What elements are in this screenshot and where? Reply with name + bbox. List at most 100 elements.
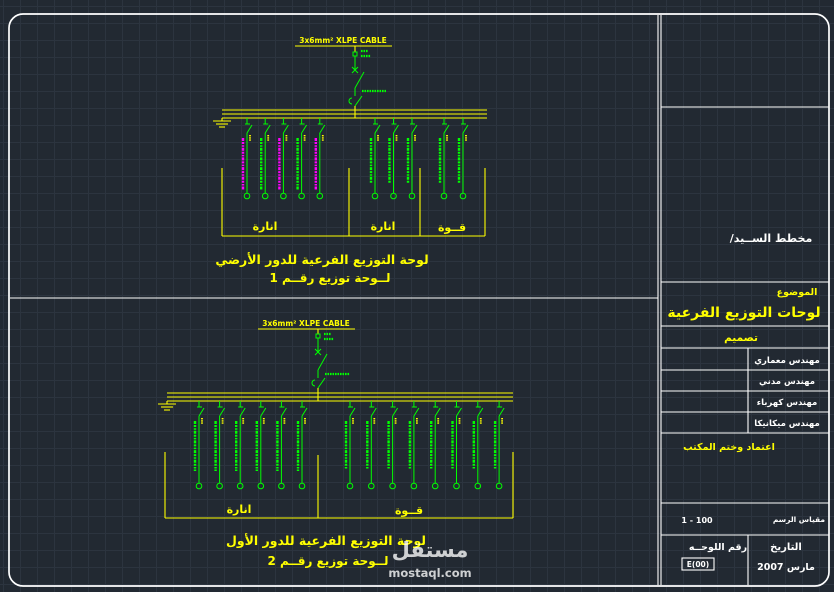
rcd-sensor — [311, 379, 316, 387]
breaker-blade — [393, 124, 399, 134]
date-label: التاريخ — [770, 542, 802, 553]
title-block: مخطط الســيد/ الموضوع لوحات التوزيع الفر… — [661, 106, 829, 585]
panel-2-circuits — [193, 401, 505, 490]
panel-1-group-frame — [221, 168, 486, 237]
panel-2-group-2-circuit-3 — [387, 401, 399, 490]
panel-1-cable-label: 3x6mm² XLPE CABLE — [299, 36, 387, 45]
sheet-number-label: رقم اللوحــه — [689, 542, 747, 553]
panel-2-main-feeder — [311, 329, 350, 401]
scale-value: 1 - 100 — [681, 516, 713, 525]
watermark-url: mostaql.com — [388, 566, 471, 580]
panel-2-group-frame — [164, 452, 514, 519]
load-point — [410, 482, 418, 490]
main-breaker-cross — [351, 66, 359, 74]
breaker-blade — [301, 124, 308, 134]
panel-1-circuits — [241, 118, 469, 200]
engineer-civil-label: مهندس مدني — [759, 377, 815, 387]
load-point — [298, 192, 305, 200]
rcd-breaker-blade — [317, 377, 326, 389]
load-point — [298, 482, 306, 490]
panel-1-group-1-circuit-2 — [260, 118, 271, 200]
panel-1-group-1-circuit-5 — [314, 118, 326, 200]
load-point — [389, 482, 396, 490]
load-point — [431, 482, 439, 490]
load-point — [440, 192, 448, 200]
panel-1-group-2-label: انارة — [371, 220, 396, 233]
load-point — [408, 192, 416, 200]
engineer-mechanical-label: مهندس ميكانيكا — [754, 419, 820, 429]
breaker-blade — [413, 407, 420, 417]
breaker-blade — [477, 407, 484, 417]
breaker-blade — [301, 407, 308, 417]
watermark-logo-text: مستقل — [392, 538, 469, 562]
load-point — [371, 192, 379, 200]
breaker-blade — [434, 407, 441, 417]
panel-1-group-3-circuit-1 — [438, 118, 450, 200]
sheet-frame — [8, 13, 830, 587]
panel-1-group-2-circuit-3 — [406, 118, 418, 200]
breaker-blade — [246, 124, 253, 134]
main-breaker-blade — [317, 353, 328, 371]
date-value: مارس 2007 — [757, 562, 815, 573]
main-breaker-cross — [314, 348, 322, 356]
load-point — [243, 192, 251, 200]
panel-2-group-1-label: انارة — [227, 503, 252, 516]
breaker-blade — [462, 124, 469, 134]
panel-2-group-2-circuit-4 — [408, 401, 420, 490]
breaker-blade — [370, 407, 377, 417]
panel-2-diagram: 3x6mm² XLPE CABLE — [158, 319, 514, 569]
panel-1-main-feeder — [348, 46, 386, 118]
engineer-architect-label: مهندس معماري — [754, 356, 820, 366]
load-point — [278, 482, 285, 490]
breaker-blade — [198, 407, 205, 417]
scale-label: مقياس الرسم — [773, 515, 826, 524]
breaker-blade — [260, 407, 267, 417]
panel-1-group-1-label: انارة — [253, 220, 278, 233]
sheet-number-box — [681, 557, 715, 571]
panel-2-subtitle: لــوحة توزيع رقــم 2 — [267, 554, 388, 569]
panel-2-group-2-circuit-2 — [366, 401, 377, 490]
panel-1-title: لوحة التوزيع الفرعية للدور الأرضي — [215, 252, 428, 267]
panel-1-group-3-circuit-2 — [457, 118, 469, 200]
panel-2-group-2-circuit-5 — [430, 401, 441, 490]
panel-1-group-3-label: قــوة — [438, 221, 466, 234]
panel-2-earth-symbol — [158, 401, 176, 411]
subject-label: الموضوع — [777, 287, 818, 298]
breaker-blade — [349, 407, 356, 417]
design-label: تصميم — [724, 332, 758, 344]
panel-1-busbar — [222, 109, 487, 119]
panel-2-busbar — [167, 392, 513, 402]
sheet-border — [8, 13, 830, 587]
panel-1-group-1-circuit-1 — [241, 118, 253, 200]
main-breaker-blade — [354, 71, 365, 89]
panel-2-group-2-circuit-1 — [344, 401, 356, 490]
panel-1-group-2-circuit-1 — [369, 118, 381, 200]
load-point — [216, 482, 223, 490]
panel-1-subtitle: لــوحة توزيع رقــم 1 — [269, 271, 390, 286]
breaker-blade — [374, 124, 381, 134]
breaker-blade — [219, 407, 226, 417]
panel-2-group-2-circuit-7 — [472, 401, 484, 490]
load-point — [257, 482, 265, 490]
approval-label: اعتماد وختم المكتب — [683, 442, 775, 453]
panel-2-group-2-circuit-8 — [493, 401, 505, 490]
engineer-electrical-label: مهندس كهرباء — [757, 398, 818, 408]
panel-2-group-1-circuit-3 — [234, 401, 246, 490]
breaker-blade — [443, 124, 450, 134]
panel-2-group-1-circuit-1 — [193, 401, 205, 490]
load-point — [280, 192, 287, 200]
sheet-number-value: E(00) — [687, 560, 709, 569]
panel-2-cable-label: 3x6mm² XLPE CABLE — [262, 319, 350, 328]
subject-value: لوحات التوزيع الفرعية — [667, 305, 820, 321]
breaker-blade — [264, 124, 271, 134]
panel-1-group-2-circuit-2 — [388, 118, 399, 200]
rcd-sensor — [348, 97, 353, 105]
breaker-blade — [280, 407, 287, 417]
breaker-blade — [411, 124, 418, 134]
load-point — [390, 192, 397, 200]
panel-2-group-1-circuit-5 — [276, 401, 287, 490]
breaker-blade — [319, 124, 326, 134]
load-point — [236, 482, 244, 490]
breaker-blade — [239, 407, 246, 417]
